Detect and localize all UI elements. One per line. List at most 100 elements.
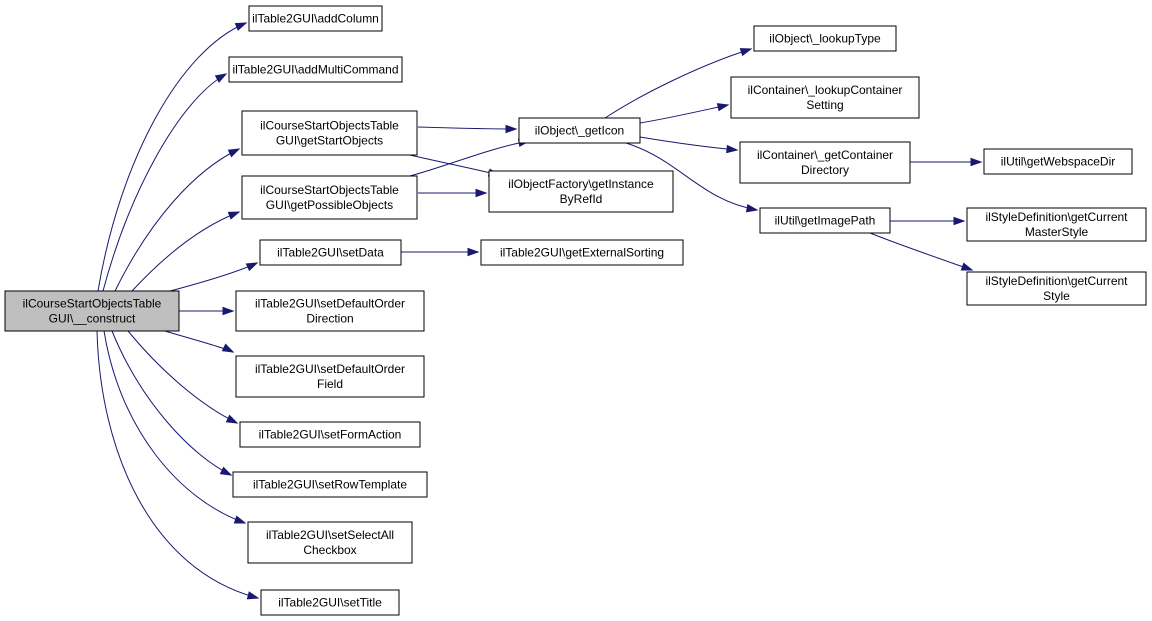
node-setFormAction[interactable]: ilTable2GUI\setFormAction (239, 421, 421, 448)
node-label: Direction (306, 312, 353, 326)
node-setData[interactable]: ilTable2GUI\setData (259, 239, 402, 266)
node-label: ilTable2GUI\setRowTemplate (253, 478, 407, 492)
edge-getIcon-to-getContainerDirectory (639, 136, 739, 154)
arrowhead-icon (227, 148, 241, 158)
edge-getIcon-to-lookupContainerSetting (639, 103, 730, 124)
edge-root-to-setData (169, 262, 259, 292)
edge-line (111, 330, 232, 476)
node-label: GUI\getStartObjects (276, 134, 383, 148)
arrowhead-icon (726, 144, 739, 154)
arrowhead-icon (467, 247, 480, 257)
node-box (241, 110, 418, 156)
node-label: ilTable2GUI\addMultiCommand (232, 63, 398, 77)
nodes-layer: ilCourseStartObjectsTableGUI\__construct… (4, 5, 1147, 616)
node-box (228, 56, 403, 83)
node-label: ilCourseStartObjectsTable (260, 119, 399, 133)
node-box (739, 141, 911, 184)
edge-root-to-getPossibleObjects (131, 211, 241, 292)
node-label: GUI\__construct (49, 312, 136, 326)
edge-root-to-setDefaultOrderDirection (179, 306, 235, 316)
arrowhead-icon (233, 515, 247, 524)
node-box (259, 239, 402, 266)
node-label: ilTable2GUI\setFormAction (259, 428, 402, 442)
node-label: GUI\getPossibleObjects (266, 198, 393, 212)
node-box (239, 421, 421, 448)
node-label: ilTable2GUI\setDefaultOrder (255, 297, 405, 311)
arrowhead-icon (246, 591, 260, 600)
arrowhead-icon (716, 103, 730, 112)
node-label: Setting (806, 98, 843, 112)
node-label: ilObject\_getIcon (535, 124, 624, 138)
node-label: ilStyleDefinition\getCurrent (985, 210, 1128, 224)
edge-line (639, 104, 729, 124)
node-label: ilTable2GUI\getExternalSorting (500, 246, 664, 260)
edge-root-to-setRowTemplate (111, 330, 233, 476)
node-getPossibleObjects[interactable]: ilCourseStartObjectsTableGUI\getPossible… (241, 175, 418, 220)
arrowhead-icon (222, 306, 235, 316)
edge-line (625, 142, 758, 211)
node-box (518, 117, 641, 144)
edge-line (169, 262, 258, 292)
node-label: Field (317, 377, 343, 391)
node-box (4, 290, 180, 332)
node-label: Directory (801, 163, 849, 177)
node-box (235, 290, 425, 332)
edge-line (131, 211, 240, 292)
edge-getImagePath-to-getCurrentStyle (869, 232, 974, 271)
node-label: ilUtil\getImagePath (775, 214, 876, 228)
node-getWebspaceDir[interactable]: ilUtil\getWebspaceDir (983, 148, 1133, 175)
node-label: ilUtil\getWebspaceDir (1001, 155, 1116, 169)
node-getIcon[interactable]: ilObject\_getIcon (518, 117, 641, 144)
node-label: ilContainer\_getContainer (757, 148, 893, 162)
node-box (966, 207, 1147, 242)
node-addColumn[interactable]: ilTable2GUI\addColumn (248, 5, 383, 32)
edge-getStartObjects-to-getInstanceByRefId (409, 154, 501, 177)
node-getStartObjects[interactable]: ilCourseStartObjectsTableGUI\getStartObj… (241, 110, 418, 156)
edge-getStartObjects-to-getIcon (417, 124, 518, 134)
node-getImagePath[interactable]: ilUtil\getImagePath (759, 207, 891, 234)
node-label: MasterStyle (1025, 225, 1089, 239)
arrowhead-icon (245, 262, 259, 272)
node-label: ilCourseStartObjectsTable (260, 183, 399, 197)
node-box (480, 239, 684, 266)
arrowhead-icon (475, 188, 488, 198)
edge-getIcon-to-lookupType (604, 48, 753, 119)
node-label: ilObject\_lookupType (769, 32, 881, 46)
node-setTitle[interactable]: ilTable2GUI\setTitle (260, 589, 400, 616)
node-label: ilTable2GUI\setTitle (278, 596, 382, 610)
edge-getPossibleObjects-to-getInstanceByRefId (418, 188, 488, 198)
node-lookupType[interactable]: ilObject\_lookupType (753, 25, 897, 52)
node-addMultiCommand[interactable]: ilTable2GUI\addMultiCommand (228, 56, 403, 83)
edge-line (103, 330, 246, 524)
node-box (759, 207, 891, 234)
edge-getImagePath-to-getCurrentMasterStyle (890, 216, 966, 226)
arrowhead-icon (227, 211, 241, 220)
arrowhead-icon (745, 204, 759, 213)
edge-root-to-setDefaultOrderField (164, 330, 235, 353)
node-box (235, 355, 425, 398)
node-box (247, 521, 413, 564)
node-label: ilStyleDefinition\getCurrent (985, 274, 1128, 288)
edge-setData-to-getExternalSorting (401, 247, 480, 257)
node-getExternalSorting[interactable]: ilTable2GUI\getExternalSorting (480, 239, 684, 266)
arrowhead-icon (953, 216, 966, 226)
node-box (232, 471, 428, 498)
node-setRowTemplate[interactable]: ilTable2GUI\setRowTemplate (232, 471, 428, 498)
edge-root-to-addMultiCommand (102, 73, 228, 292)
edge-root-to-setFormAction (127, 330, 239, 424)
edge-line (97, 22, 247, 292)
arrowhead-icon (505, 124, 518, 134)
edge-line (417, 126, 517, 130)
node-label: ByRefId (560, 192, 603, 206)
